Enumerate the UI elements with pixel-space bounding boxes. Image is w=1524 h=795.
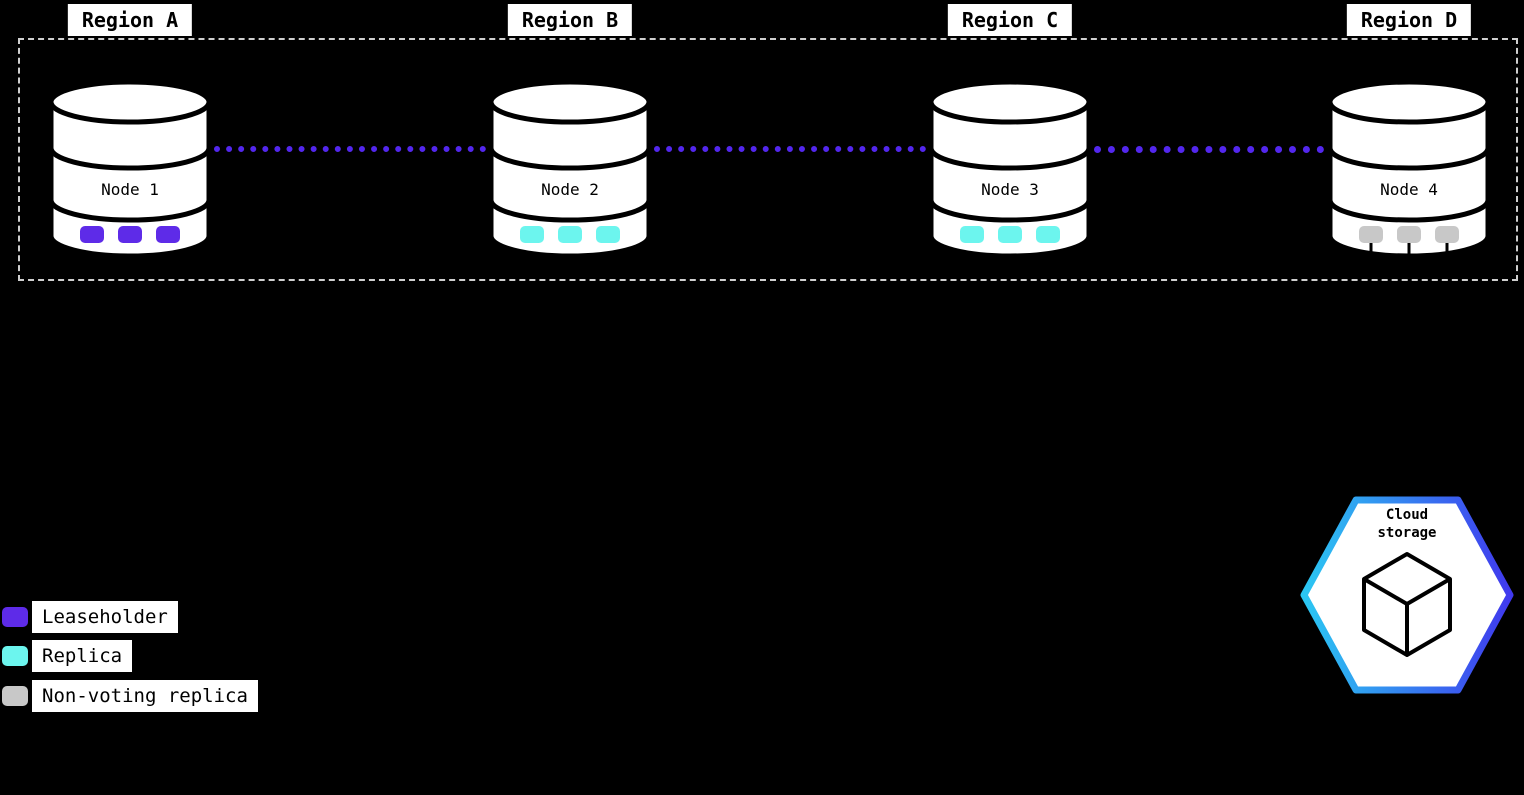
cluster-boundary [18,38,1518,281]
region-label-c: Region C [947,4,1073,36]
replica-square [998,226,1022,243]
database-cylinder-icon [1327,79,1491,259]
replica-square [596,226,620,243]
inter-node-connector-cd [1094,146,1324,153]
leaseholder-square [156,226,180,243]
region-label-a: Region A [67,4,193,36]
replica-square [520,226,544,243]
nonvoting-replica-square [1359,226,1383,243]
database-cylinder-icon [928,79,1092,259]
node-label: Node 4 [1380,180,1438,199]
inter-node-connector-bc [654,146,926,152]
leaseholder-square [118,226,142,243]
cube-icon [1362,552,1452,657]
node-3: Node 3 [928,76,1092,264]
database-cylinder-icon [48,79,212,259]
node-label: Node 1 [101,180,159,199]
region-label-d: Region D [1346,4,1472,36]
nonvoting-replica-square [1435,226,1459,243]
legend-item-nonvoting: Non-voting replica [2,680,258,712]
region-label-b: Region B [507,4,633,36]
replica-swatch [2,646,28,666]
node-1: Node 1 [48,76,212,264]
nonvoting-swatch [2,686,28,706]
cloud-storage-hexagon [1300,492,1514,698]
leaseholder-swatch [2,607,28,627]
legend-label: Leaseholder [32,601,178,633]
inter-node-connector-ab [214,146,486,152]
leaseholder-square [80,226,104,243]
legend-label: Replica [32,640,133,672]
node-label: Node 2 [541,180,599,199]
database-cylinder-icon [488,79,652,259]
replica-square [960,226,984,243]
legend-label: Non-voting replica [32,680,258,712]
hexagon-border [1300,496,1514,694]
legend-item-replica: Replica [2,640,133,672]
cloud-storage-label: Cloud storage [1377,507,1437,542]
legend-item-leaseholder: Leaseholder [2,601,178,633]
replica-square [558,226,582,243]
node-label: Node 3 [981,180,1039,199]
replica-square [1036,226,1060,243]
node-4: Node 4 [1327,76,1491,264]
nonvoting-replica-square [1397,226,1421,243]
node-2: Node 2 [488,76,652,264]
